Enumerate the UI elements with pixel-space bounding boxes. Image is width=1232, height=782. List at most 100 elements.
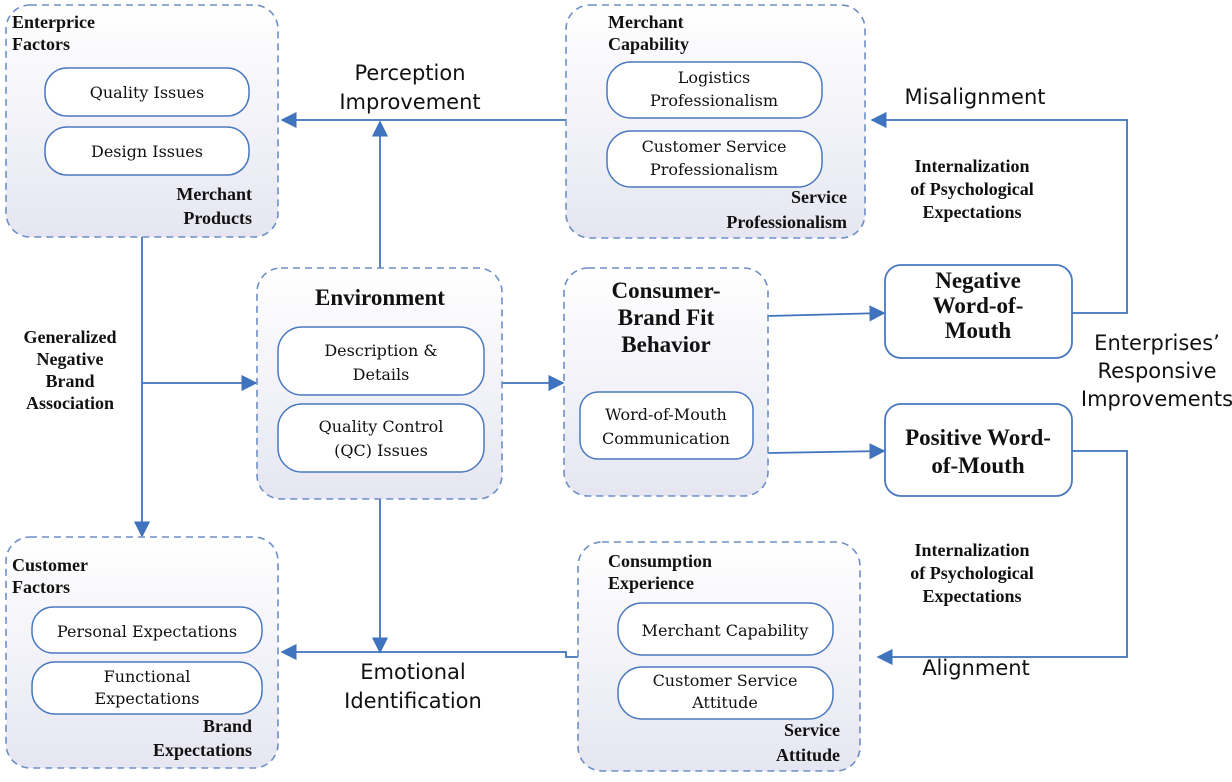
- pill-design-issues: [44, 126, 250, 176]
- text-line: Responsive: [1097, 359, 1216, 383]
- arrow-negative-misalignment: [870, 111, 1128, 314]
- pill-quality-issues: [44, 67, 250, 117]
- arrow-consumer-to-negative: [767, 305, 886, 322]
- pill-customer-service-attitude: [617, 666, 834, 720]
- box-positive-word-of-mouth: Positive Word-of-Mouth: [884, 403, 1073, 497]
- text-line: Brand: [45, 371, 94, 391]
- text-line: (QC) Issues: [334, 441, 428, 460]
- text-line: Emotional: [360, 660, 466, 684]
- text-line: Enterprice: [12, 12, 95, 32]
- text-line: Quality Issues: [90, 83, 204, 102]
- pill-merchant-capability: [617, 602, 834, 656]
- text-line: Professionalism: [650, 160, 778, 179]
- text-line: Internalization: [915, 540, 1030, 560]
- text-line: Consumer-: [611, 278, 720, 303]
- text-line: of Psychological: [910, 563, 1034, 583]
- text-line: Customer Service: [642, 137, 787, 156]
- group-environment: Environment Description &Details Quality…: [256, 267, 503, 500]
- text-line: Expectations: [94, 689, 199, 708]
- text-line: Quality Control: [319, 417, 444, 436]
- text-line: Customer: [12, 555, 88, 575]
- text-line: Professionalism: [726, 212, 847, 232]
- text-line: Personal Expectations: [57, 622, 237, 641]
- arrow-consumer-to-positive: [767, 443, 886, 460]
- text-line: Functional: [104, 667, 191, 686]
- arrow-consumption-to-customer: [280, 643, 578, 661]
- text-line: Enterprises’: [1094, 331, 1220, 355]
- text-line: Merchant: [176, 184, 252, 204]
- text-line: Experience: [608, 573, 694, 593]
- text-line: Service: [784, 720, 840, 740]
- text-line: Behavior: [621, 332, 710, 357]
- pill-customer-service-professionalism: [606, 130, 823, 188]
- pill-text: Personal Expectations: [57, 622, 237, 641]
- text-line: Improvements: [1081, 387, 1232, 411]
- text-line: Mouth: [945, 318, 1012, 343]
- text-line: Negative: [37, 349, 104, 369]
- pill-text: Description &Details: [324, 341, 437, 384]
- text-line: Merchant Capability: [642, 621, 809, 640]
- text-line: Word-of-Mouth: [605, 405, 727, 424]
- text-line: Capability: [608, 34, 689, 54]
- text-line: Professionalism: [650, 91, 778, 110]
- text-line: Environment: [315, 285, 445, 310]
- pill-logistics-professionalism: [606, 61, 823, 119]
- pill-text: Merchant Capability: [642, 621, 809, 640]
- text-line: Identification: [344, 689, 482, 713]
- text-line: Expectations: [923, 202, 1022, 222]
- text-line: Negative: [935, 268, 1021, 293]
- text-line: Positive Word-: [905, 425, 1051, 450]
- text-line: Perception: [354, 61, 465, 85]
- text-line: Misalignment: [905, 85, 1046, 109]
- text-line: Improvement: [339, 90, 480, 114]
- text-line: Brand: [203, 716, 252, 736]
- text-line: Customer Service: [653, 671, 798, 690]
- pill-description-details: [277, 326, 485, 396]
- text-line: Expectations: [923, 586, 1022, 606]
- text-line: Brand Fit: [618, 305, 715, 330]
- text-line: Communication: [602, 429, 730, 448]
- text-line: Merchant: [608, 12, 684, 32]
- text-line: Association: [26, 393, 114, 413]
- text-line: Service: [791, 187, 847, 207]
- pill-functional-expectations: [31, 661, 263, 715]
- text-line: Generalized: [24, 327, 117, 347]
- text-line: Factors: [12, 34, 70, 54]
- text-line: Attitude: [776, 745, 840, 765]
- arrow-positive-alignment: [876, 450, 1128, 666]
- text-line: Attitude: [691, 693, 758, 712]
- group-title: Environment: [315, 285, 445, 310]
- pill-text: Quality Control (QC) Issues: [319, 417, 444, 460]
- pill-personal-expectations: [31, 606, 263, 654]
- text-line: of Psychological: [910, 179, 1034, 199]
- text-line: Details: [353, 365, 410, 384]
- pill-quality-control-issues: [277, 403, 485, 473]
- text-line: Logistics: [678, 68, 751, 87]
- connectors: [133, 111, 1128, 666]
- label-misalignment: Misalignment: [905, 85, 1046, 109]
- pill-text: Quality Issues: [90, 83, 204, 102]
